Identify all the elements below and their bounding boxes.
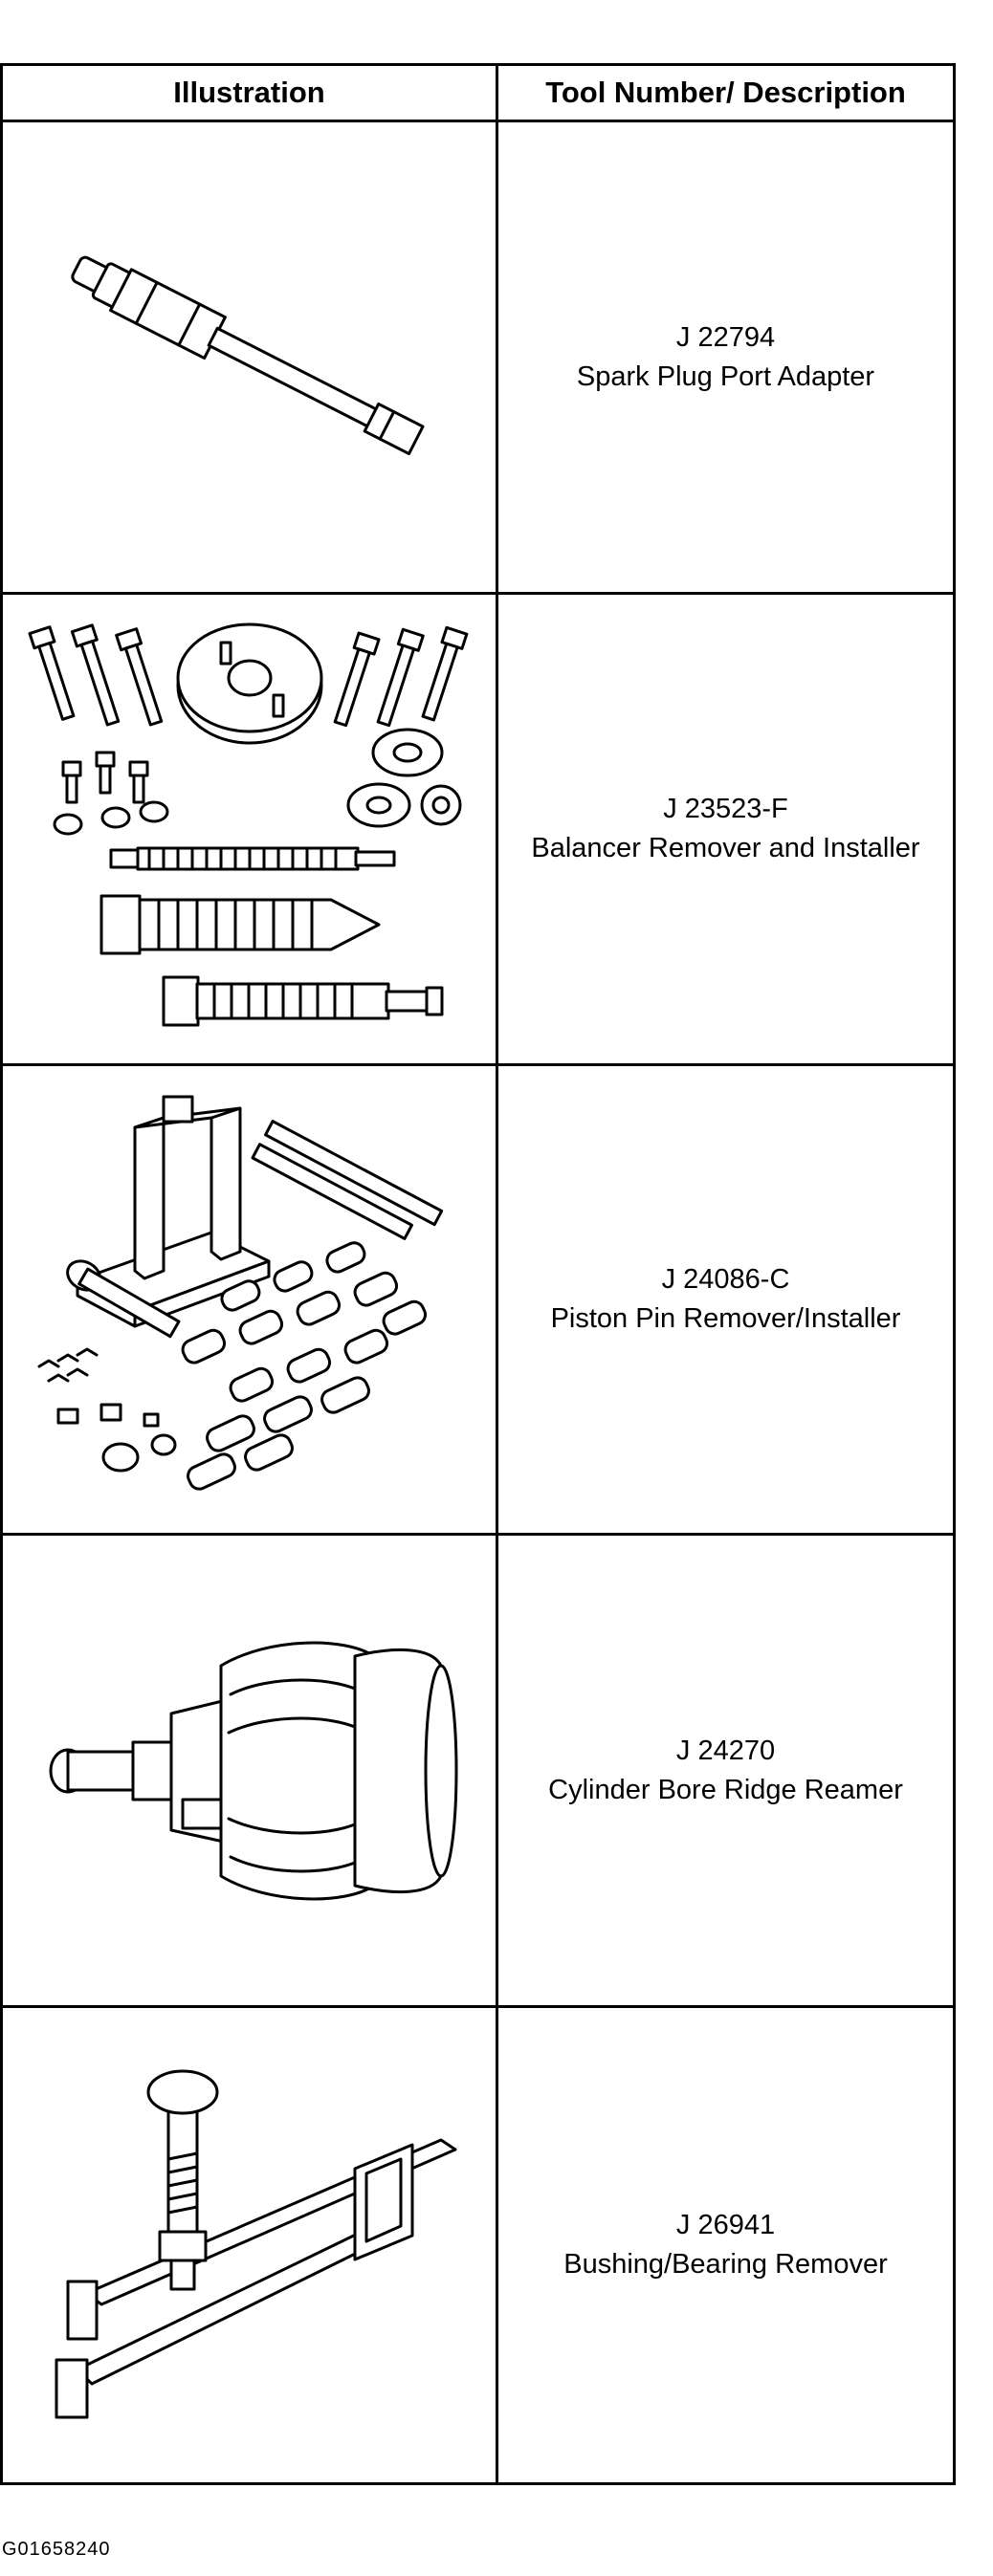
illustration-cell xyxy=(0,1063,498,1536)
tool-description: Bushing/Bearing Remover xyxy=(563,2249,888,2280)
table-row: J 26941 Bushing/Bearing Remover xyxy=(0,2005,956,2485)
illustration-cell xyxy=(0,1533,498,2008)
tool-number: J 24086-C xyxy=(661,1264,790,1295)
tool-description: Piston Pin Remover/Installer xyxy=(550,1303,901,1334)
tools-table: Illustration Tool Number/ Description xyxy=(0,63,956,2485)
figure-id: G01658240 xyxy=(2,2539,111,2560)
table-row: J 24086-C Piston Pin Remover/Installer xyxy=(0,1063,956,1536)
description-cell: J 26941 Bushing/Bearing Remover xyxy=(496,2005,956,2485)
description-cell: J 24086-C Piston Pin Remover/Installer xyxy=(496,1063,956,1536)
table-row: J 23523-F Balancer Remover and Installer xyxy=(0,592,956,1066)
tool-description: Balancer Remover and Installer xyxy=(531,833,920,863)
tool-description: Spark Plug Port Adapter xyxy=(576,360,875,392)
tool-description: Cylinder Bore Ridge Reamer xyxy=(548,1774,903,1805)
illustration-cell xyxy=(0,120,498,595)
tool-number: J 26941 xyxy=(675,2210,776,2240)
piston-pin-remover-installer-icon xyxy=(37,1095,443,1491)
tool-number: J 24270 xyxy=(675,1735,776,1766)
header-tool-description: Tool Number/ Description xyxy=(496,63,956,122)
illustration-cell xyxy=(0,2005,498,2485)
table-row: J 24270 Cylinder Bore Ridge Reamer xyxy=(0,1533,956,2008)
balancer-remover-installer-icon xyxy=(28,622,468,1027)
description-cell: J 22794 Spark Plug Port Adapter xyxy=(496,120,956,595)
table-row: J 22794 Spark Plug Port Adapter xyxy=(0,120,956,595)
cylinder-bore-ridge-reamer-icon xyxy=(49,1641,457,1900)
description-cell: J 23523-F Balancer Remover and Installer xyxy=(496,592,956,1066)
bushing-bearing-remover-icon xyxy=(55,2069,456,2419)
tool-number: J 23523-F xyxy=(663,794,788,824)
tool-number: J 22794 xyxy=(675,321,776,353)
description-cell: J 24270 Cylinder Bore Ridge Reamer xyxy=(496,1533,956,2008)
spark-plug-port-adapter-icon xyxy=(70,255,425,455)
header-illustration: Illustration xyxy=(0,63,498,122)
table-header-row: Illustration Tool Number/ Description xyxy=(0,63,956,122)
illustration-cell xyxy=(0,592,498,1066)
